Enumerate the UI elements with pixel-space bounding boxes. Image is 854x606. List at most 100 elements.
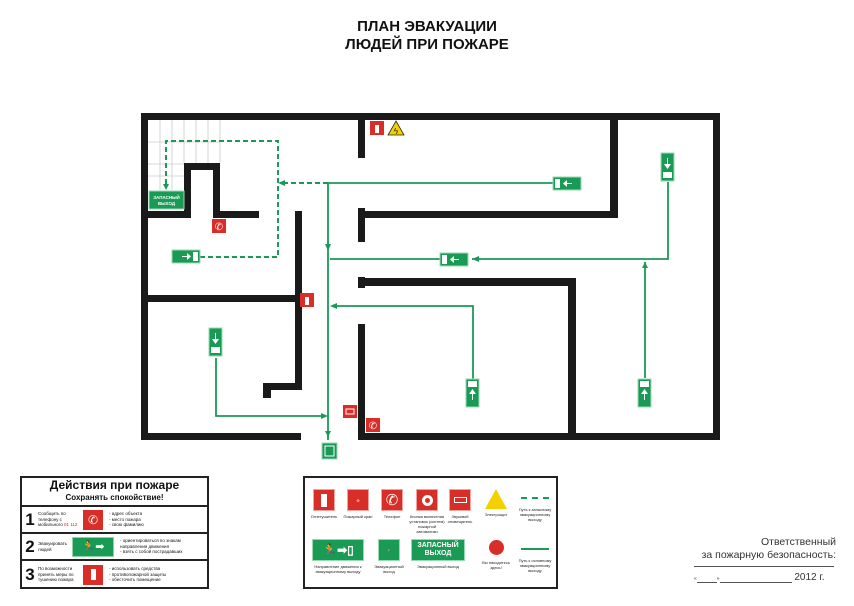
legend-label: Вы находитесь здесь! — [482, 560, 510, 570]
fire-actions-panel: Действия при пожаре Сохранять спокойстви… — [20, 476, 209, 589]
exit-direction-sign-icon — [552, 176, 582, 191]
action-text: Сообщить по телефону с мобильного 01 112 — [38, 511, 83, 528]
bullet: - место пожара — [109, 516, 141, 522]
legend-item: Вы находитесь здесь! — [481, 540, 511, 570]
title-line-2: ЛЮДЕЙ ПРИ ПОЖАРЕ — [345, 36, 509, 53]
exit-direction-sign-icon — [208, 327, 223, 357]
action-number: 2 — [25, 536, 35, 556]
dashed-path-icon — [521, 497, 549, 499]
evacuation-direction-icon: 🏃➡ — [72, 536, 114, 557]
exit-direction-icon: 🏃➡▯ — [312, 539, 364, 561]
month-blank — [719, 574, 792, 583]
legend-item: ЗАПАСНЫЙ ВЫХОД Эвакуационный выход — [409, 539, 467, 569]
legend-label: Звуковой оповещатель — [447, 514, 473, 524]
legend-item: ⊕ Пожарный кран — [343, 489, 373, 519]
sound-alarm-icon — [343, 405, 357, 418]
action-row: 3 По возможности принять меры по тушению… — [22, 561, 207, 588]
exit-icon: 🏃 — [378, 539, 400, 561]
action-number: 1 — [25, 509, 35, 529]
legend-item: Звуковой оповещатель — [445, 489, 475, 524]
action-bullets: - ориентироваться по знакам направления … — [120, 538, 207, 555]
legend-item: ✆ Телефон — [377, 489, 407, 519]
fire-actions-title: Действия при пожаре — [49, 478, 180, 492]
action-text: По возможности принять меры по тушению п… — [38, 566, 74, 583]
responsible-line-1: Ответственный — [761, 536, 836, 548]
legend-item: Путь к запасному эвакуационному выходу — [515, 497, 555, 522]
legend-item: Путь к основному эвакуационному выходу — [515, 548, 555, 573]
year-text: 2012 г. — [794, 572, 825, 583]
plan-title: ПЛАН ЭВАКУАЦИИ ЛЮДЕЙ ПРИ ПОЖАРЕ — [0, 18, 854, 54]
legend-label: Направление движения к эвакуационному вы… — [314, 564, 362, 574]
date-field: «» 2012 г. — [694, 572, 834, 583]
action-bullets: - адрес объекта- место пожара- свою фами… — [109, 511, 207, 528]
legend-label: Эвакуационный выход — [374, 564, 404, 574]
svg-text:✆: ✆ — [369, 421, 377, 432]
electrical-hazard-icon: ϟ — [387, 120, 405, 136]
action-row: 2 Эвакуировать людей 🏃➡ - ориентироватьс… — [22, 534, 207, 561]
fire-hydrant-icon: ⊕ — [347, 489, 369, 511]
legend-label: Путь к основному эвакуационному выходу — [518, 558, 552, 573]
fire-actions-header: Действия при пожаре Сохранять спокойстви… — [22, 478, 207, 507]
phone-icon: ✆ — [381, 489, 403, 511]
main-evacuation-path — [215, 182, 669, 440]
legend-item: 🏃 Эвакуационный выход — [373, 539, 405, 574]
walls — [141, 113, 720, 440]
exit-direction-sign-icon — [465, 378, 480, 408]
legend-item: Электрощит — [481, 489, 511, 517]
bullet: - обесточить помещение — [109, 577, 161, 583]
action-text-main: Сообщить по телефону с мобильного — [38, 511, 66, 528]
legend-label: Огнетушитель — [310, 514, 338, 519]
bullet: - использовать средства — [109, 566, 161, 572]
solid-path-icon — [521, 548, 549, 550]
spare-exit-sign: ЗАПАСНЫЙ ВЫХОД — [411, 539, 465, 561]
quote-open: « — [694, 576, 697, 582]
path-arrows — [163, 180, 648, 437]
svg-text:✆: ✆ — [215, 222, 223, 233]
action-bullets: - использовать средства- противопожарной… — [109, 566, 207, 583]
electrical-hazard-icon — [485, 489, 507, 509]
day-blank — [696, 574, 717, 583]
action-text: Эвакуировать людей — [38, 541, 68, 552]
phone-icon: ✆ — [366, 418, 380, 432]
exit-direction-sign-icon — [439, 252, 469, 267]
fire-actions-subtitle: Сохранять спокойствие! — [65, 493, 164, 502]
fire-extinguisher-icon — [370, 121, 384, 135]
legend-panel: Огнетушитель ⊕ Пожарный кран ✆ Телефон Кно… — [303, 476, 558, 589]
action-number: 3 — [25, 564, 35, 584]
spare-evacuation-path — [165, 140, 328, 258]
bullet: - ориентироваться по знакам направления … — [120, 538, 181, 549]
spare-exit-text: ВЫХОД — [158, 201, 176, 206]
legend-label: Путь к запасному эвакуационному выходу — [518, 507, 552, 522]
fire-extinguisher-icon — [300, 293, 314, 307]
signature-line — [694, 566, 834, 567]
legend-label: Эвакуационный выход — [417, 564, 459, 569]
fire-extinguisher-icon — [313, 489, 335, 511]
legend-item: 🏃➡▯ Направление движения к эвакуационному… — [309, 539, 367, 574]
title-line-1: ПЛАН ЭВАКУАЦИИ — [357, 18, 497, 35]
phone-icon: ✆ — [83, 509, 103, 530]
exit-direction-sign-icon — [637, 378, 652, 408]
you-are-here-icon — [488, 540, 504, 555]
legend-item: Огнетушитель — [309, 489, 339, 519]
legend-label: Пожарный кран — [343, 514, 373, 519]
bullet: - взять с собой пострадавших — [120, 549, 183, 555]
exit-icon — [321, 442, 338, 460]
bullet: - свою фамилию — [109, 522, 144, 528]
fire-alarm-button-icon — [416, 489, 438, 511]
responsible-line-2: за пожарную безопасность: — [701, 549, 836, 561]
legend-item: Кнопка включения установок (систем) пожа… — [409, 489, 445, 534]
responsible-person: Ответственный за пожарную безопасность: — [702, 536, 836, 562]
emergency-numbers: 01 112 — [63, 522, 78, 528]
bullet: - адрес объекта — [109, 511, 143, 517]
legend-label: Телефон — [383, 514, 401, 519]
legend-label: Электрощит — [484, 512, 508, 517]
action-row: 1 Сообщить по телефону с мобильного 01 1… — [22, 507, 207, 534]
exit-direction-sign-icon — [660, 152, 675, 182]
fire-extinguisher-icon — [83, 564, 103, 585]
exit-direction-sign-icon — [171, 249, 201, 264]
spare-exit-sign: ЗАПАСНЫЙ ВЫХОД — [148, 190, 185, 210]
legend-label: Кнопка включения установок (систем) пожа… — [409, 514, 445, 534]
sound-alarm-icon — [449, 489, 471, 511]
svg-text:ϟ: ϟ — [394, 127, 399, 136]
